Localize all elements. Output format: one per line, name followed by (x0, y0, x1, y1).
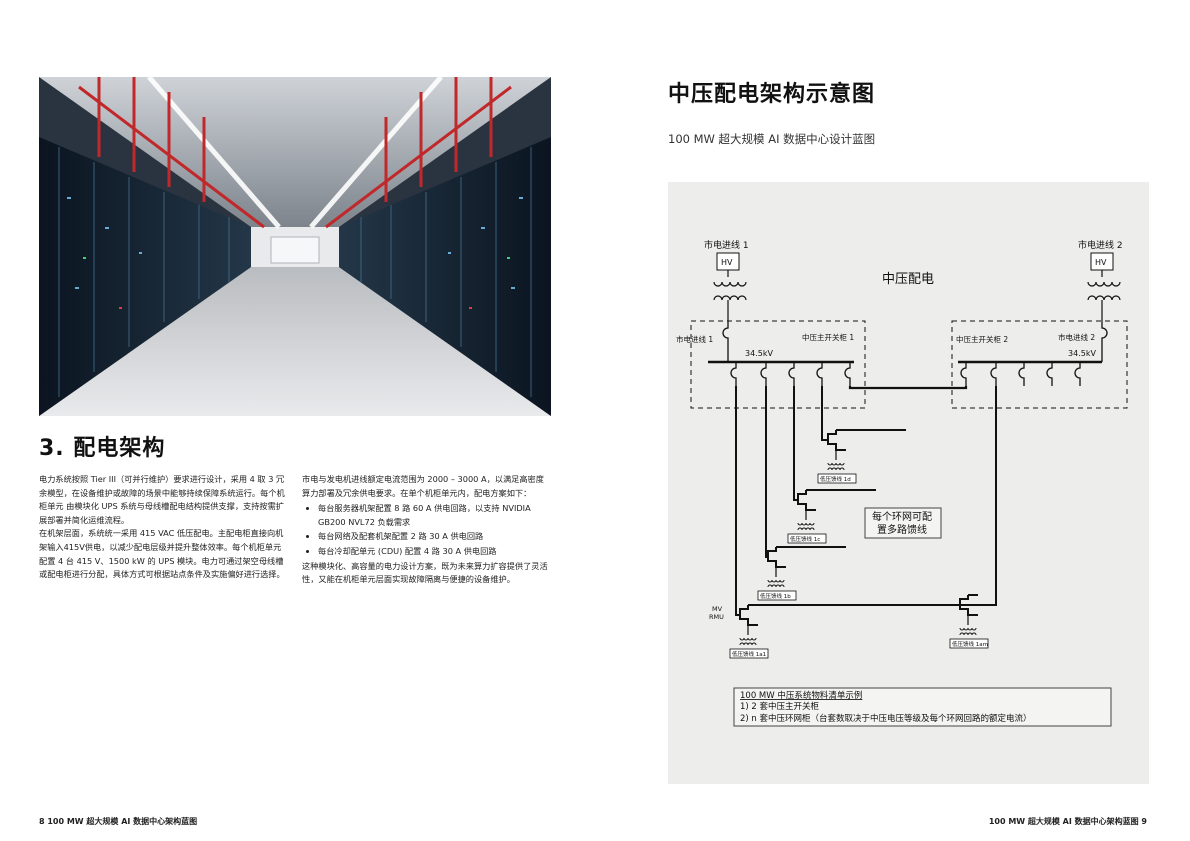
lv-feeder-label: 低压馈线 1d (820, 475, 851, 483)
paragraph-power-system: 电力系统按照 Tier III（可并行维护）要求进行设计，采用 4 取 3 冗余… (39, 474, 285, 525)
switchgear-2-label: 中压主开关柜 2 (956, 334, 1008, 344)
lv-transformer-icon (827, 462, 845, 471)
rmu-unit: 低压馈线 1b (757, 546, 846, 601)
lv-feeder-box (817, 473, 857, 484)
rmu-breaker (739, 605, 749, 615)
ring-note-line-1: 每个环网可配 (872, 510, 932, 523)
lv-feeder-label: 低压馈线 1b (760, 592, 791, 600)
list-item: 每台冷却配单元 (CDU) 配置 4 路 30 A 供电回路 (318, 545, 552, 559)
distribution-list: 每台服务器机架配置 8 路 60 A 供电回路，以支持 NVIDIA GB200… (302, 502, 552, 558)
rmu-breaker (959, 595, 969, 605)
lv-feeder-label: 低压馈线 1c (790, 535, 820, 543)
rmu-breaker (797, 490, 807, 500)
rmu-breaker (827, 430, 837, 440)
rmu-breaker (767, 557, 786, 568)
box-utility-1-label: 市电进线 1 (676, 334, 713, 344)
lv-feeder-box (949, 638, 989, 649)
paragraph-rack-level: 在机架层面，系统统一采用 415 VAC 低压配电。主配电柜直接向机架输入415… (39, 528, 285, 580)
mv-distribution-heading: 中压配电 (882, 272, 934, 287)
data-center-aisle-image (39, 77, 551, 416)
lv-transformer-icon (959, 627, 977, 636)
rmu-blocks: 低压馈线 1d 低压馈线 1c 低压馈线 1b 低压馈线 1a1 低压馈线 1am (729, 429, 989, 659)
bom-item: 1) 2 套中压主开关柜 (740, 701, 820, 712)
lv-transformer-icon (767, 579, 785, 588)
lv-transformer-icon (739, 637, 757, 646)
hv-label-left: HV (721, 258, 733, 267)
voltage-left-label: 34.5kV (745, 349, 773, 358)
list-item: 每台网络及配套机架配置 2 路 30 A 供电回路 (318, 530, 552, 544)
rmu-breaker (959, 605, 978, 616)
lv-feeder-label: 低压馈线 1a1 (732, 650, 766, 658)
mv-rmu-label-line-1: MV (712, 605, 723, 613)
diagram-page-subtitle: 100 MW 超大规模 AI 数据中心设计蓝图 (668, 132, 876, 146)
rmu-unit: 低压馈线 1c (787, 489, 876, 544)
section-title: 3. 配电架构 (39, 436, 166, 461)
paragraph-feeder-current: 市电与发电机进线额定电流范围为 2000 – 3000 A，以满足高密度算力部署… (302, 474, 544, 498)
paragraph-modular-design: 这种模块化、高容量的电力设计方案，既为未来算力扩容提供了灵活性，又能在机柜单元层… (302, 560, 548, 585)
box-utility-2-label: 市电进线 2 (1058, 332, 1095, 342)
lv-feeder-box (757, 590, 797, 601)
diagram-panel: 市电进线 1 市电进线 2 HV HV 中压配电 市电进线 1 中压主开关柜 1… (668, 182, 1149, 784)
voltage-right-label: 34.5kV (1068, 349, 1096, 358)
rmu-unit: 低压馈线 1am (949, 594, 989, 649)
switchgear-1-label: 中压主开关柜 1 (802, 332, 854, 342)
mv-switchgear-2-box (951, 320, 1128, 409)
utility-feed-right-label: 市电进线 2 (1078, 239, 1123, 251)
utility-feed-left-label: 市电进线 1 (704, 239, 749, 251)
rmu-unit: 低压馈线 1d (817, 429, 906, 484)
list-item: 每台服务器机架配置 8 路 60 A 供电回路，以支持 NVIDIA GB200… (318, 502, 552, 529)
footer-page-8: 8 100 MW 超大规模 AI 数据中心架构蓝图 (39, 817, 198, 826)
mv-switchgear-1-box (690, 320, 866, 409)
mv-rmu-label-line-2: RMU (709, 613, 724, 621)
ring-note-line-2: 置多路馈线 (877, 523, 927, 536)
lv-feeder-box (729, 648, 769, 659)
rmu-breaker (827, 440, 846, 451)
footer-page-9: 100 MW 超大规模 AI 数据中心架构蓝图 9 (988, 817, 1147, 826)
rmu-unit: 低压馈线 1a1 (729, 604, 858, 659)
lv-feeder-box (787, 533, 827, 544)
bus-breakers (730, 362, 1081, 386)
bom-item: 2) n 套中压环网柜（台套数取决于中压电压等级及每个环网回路的额定电流） (740, 713, 1032, 724)
bom-box (733, 687, 1112, 727)
rmu-breaker (797, 500, 816, 511)
data-center-aisle-photo (39, 77, 551, 416)
rmu-breaker (767, 547, 777, 557)
hv-label-right: HV (1095, 258, 1107, 267)
lv-transformer-icon (797, 522, 815, 531)
ring-note-box (864, 507, 942, 539)
lv-feeder-label: 低压馈线 1am (952, 640, 988, 648)
bom-title: 100 MW 中压系统物料清单示例 (740, 690, 862, 701)
feeder-cables (735, 386, 997, 616)
rmu-breaker (739, 615, 758, 626)
body-column-left: 电力系统按照 Tier III（可并行维护）要求进行设计，采用 4 取 3 冗余… (39, 473, 289, 582)
transformer-right-icon (1087, 270, 1121, 322)
incoming-breakers (722, 322, 1108, 362)
bus-tie (848, 386, 968, 390)
transformer-left-icon (713, 270, 747, 322)
body-column-right: 市电与发电机进线额定电流范围为 2000 – 3000 A，以满足高密度算力部署… (302, 473, 552, 587)
mv-distribution-diagram: 市电进线 1 市电进线 2 HV HV 中压配电 市电进线 1 中压主开关柜 1… (676, 239, 1128, 727)
diagram-page-title: 中压配电架构示意图 (668, 82, 876, 107)
